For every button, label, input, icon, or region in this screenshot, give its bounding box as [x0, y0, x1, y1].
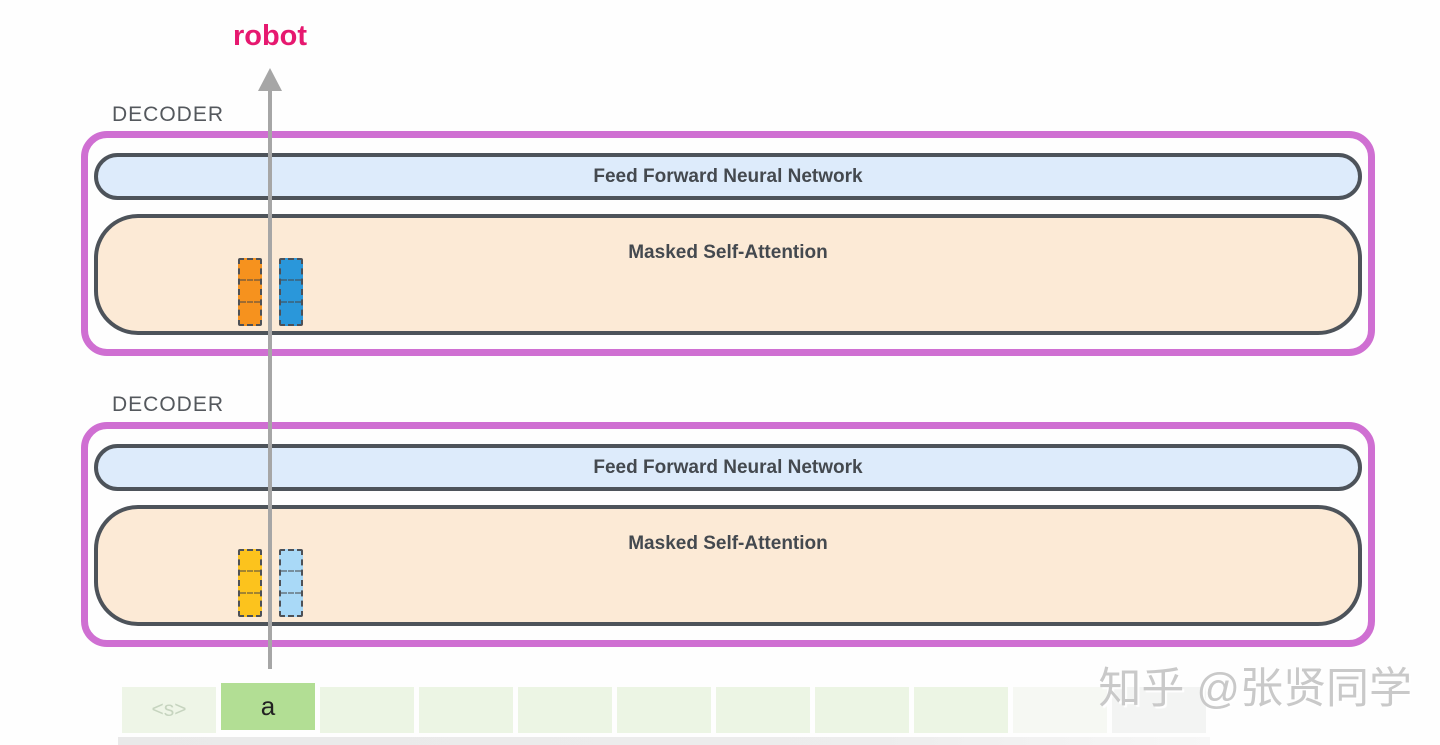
arrow-up-icon	[258, 68, 282, 91]
watermark: 知乎 @张贤同学	[1098, 665, 1412, 713]
decoder-1-block: Feed Forward Neural Network Masked Self-…	[81, 131, 1375, 356]
token-cell	[320, 687, 414, 733]
token-cell-start: <s>	[122, 687, 216, 733]
masked-self-attention-label: Masked Self-Attention	[628, 533, 828, 554]
token-cell	[419, 687, 513, 733]
token-row-shadow	[118, 737, 1210, 745]
decoder-2-block: Feed Forward Neural Network Masked Self-…	[81, 422, 1375, 647]
token-cell-selected: a	[221, 683, 315, 730]
token-cell	[1112, 687, 1206, 733]
decoder-1-label: DECODER	[112, 103, 225, 126]
token-cell	[1013, 687, 1107, 733]
token-vector-1	[238, 258, 262, 326]
feed-forward-layer: Feed Forward Neural Network	[94, 444, 1362, 491]
feed-forward-layer: Feed Forward Neural Network	[94, 153, 1362, 200]
decoder-2-label: DECODER	[112, 393, 225, 416]
output-token-label: robot	[232, 20, 308, 52]
masked-self-attention-layer: Masked Self-Attention	[94, 505, 1362, 626]
masked-self-attention-label: Masked Self-Attention	[628, 242, 828, 263]
token-cell	[815, 687, 909, 733]
token-cell	[617, 687, 711, 733]
token-cell	[914, 687, 1008, 733]
token-vector-2	[279, 549, 303, 617]
token-vector-2	[279, 258, 303, 326]
token-cell	[716, 687, 810, 733]
token-vector-1	[238, 549, 262, 617]
masked-self-attention-layer: Masked Self-Attention	[94, 214, 1362, 335]
output-arrow-line	[268, 88, 272, 669]
token-cell	[518, 687, 612, 733]
